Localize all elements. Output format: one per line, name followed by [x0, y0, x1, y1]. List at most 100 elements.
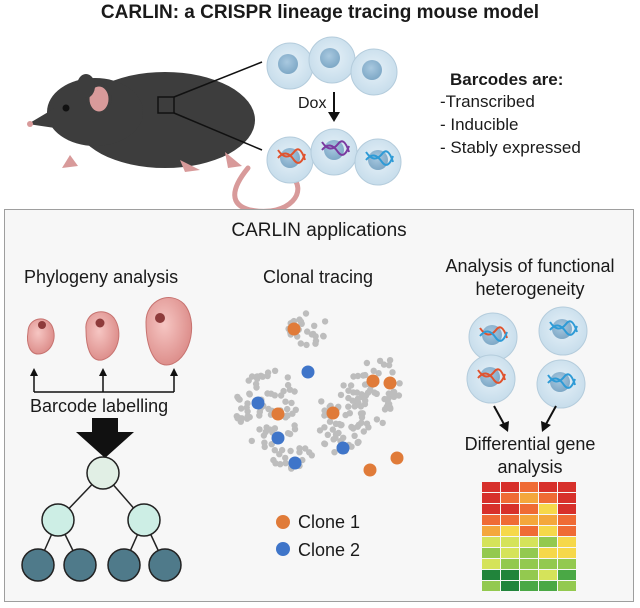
embryo-stage-1: [27, 318, 55, 355]
scatter-dot: [347, 382, 355, 389]
scatter-dot: [284, 374, 291, 381]
dga-line2: analysis: [497, 457, 563, 477]
scatter-dot: [376, 357, 384, 365]
scatter-dot: [312, 337, 320, 345]
embryo-stage-3: [145, 297, 193, 366]
scatter-dot: [253, 384, 260, 391]
heatmap-cell: [539, 504, 557, 514]
dox-arrow: [328, 92, 340, 122]
scatter-dot: [245, 377, 252, 384]
barcodes-heading: Barcodes are:: [450, 70, 564, 89]
scatter-dot: [264, 369, 272, 376]
scatter-dot: [297, 340, 304, 347]
scatter-dot: [296, 316, 303, 323]
scatter-dot: [271, 447, 278, 454]
scatter-dot: [261, 443, 268, 451]
barcode-point-inducible: - Inducible: [440, 115, 519, 134]
heatmap-cell: [482, 515, 500, 525]
scatter-dot: [375, 370, 382, 377]
scatter-dot: [379, 419, 386, 427]
scatter-dot: [238, 405, 245, 412]
barcode-labelling-label: Barcode labelling: [30, 396, 169, 416]
clone-1-cell: [366, 374, 380, 388]
heatmap-cell: [482, 559, 500, 569]
clone-1-marker: [276, 515, 290, 529]
heatmap-cell: [539, 559, 557, 569]
scatter-dot: [350, 373, 357, 380]
scatter-dot: [265, 405, 272, 413]
heatmap-cell: [520, 515, 538, 525]
scatter-dot: [280, 387, 287, 395]
scatter-dot: [326, 418, 334, 425]
cells-after-dox: [266, 128, 402, 186]
scatter-dot: [348, 423, 355, 431]
scatter-dot: [296, 445, 303, 452]
heatmap-cell: [539, 515, 557, 525]
scatter-dot: [395, 392, 403, 399]
heatmap-cell: [501, 570, 519, 580]
heatmap-cell: [558, 504, 576, 514]
scatter-dot: [302, 445, 309, 452]
scatter-dot: [316, 427, 324, 434]
clone-1-cell: [383, 376, 397, 390]
scatter-dot: [396, 380, 403, 387]
clone-2-cell: [288, 456, 302, 470]
scatter-dot: [256, 426, 263, 433]
heatmap-cell: [520, 559, 538, 569]
big-down-arrow: [76, 418, 134, 458]
clone-1-label: Clone 1: [298, 512, 361, 532]
scatter-dot: [271, 425, 279, 432]
scatter-dot: [271, 367, 279, 374]
heatmap-cell: [482, 482, 500, 492]
heatmap-cell: [501, 515, 519, 525]
applications-heading: CARLIN applications: [231, 220, 407, 241]
heatmap-cell: [558, 548, 576, 558]
scatter-dot: [353, 389, 361, 396]
scatter-dot: [248, 437, 255, 445]
scatter-dot: [277, 461, 284, 468]
figure-title: CARLIN: a CRISPR lineage tracing mouse m…: [100, 2, 540, 23]
scatter-dot: [304, 328, 311, 335]
heatmap-cell: [501, 581, 519, 591]
dga-line1: Differential gene: [464, 434, 596, 454]
scatter-dot: [303, 341, 310, 349]
scatter-dot: [337, 391, 345, 399]
scatter-dot: [282, 460, 289, 467]
scatter-dot: [324, 431, 331, 438]
heatmap-cell: [558, 515, 576, 525]
heatmap-cell: [520, 526, 538, 536]
scatter-dot: [291, 422, 298, 429]
clone-2-label: Clone 2: [298, 540, 361, 560]
scatter-dot: [243, 404, 250, 411]
scatter-dot: [332, 434, 339, 442]
heatmap-cell: [520, 493, 538, 503]
clone-2-cell: [336, 441, 350, 455]
scatter-dot: [381, 395, 388, 403]
heatmap-cell: [539, 570, 557, 580]
heatmap-cell: [539, 581, 557, 591]
functional-cells: [466, 306, 588, 409]
heatmap-cell: [558, 526, 576, 536]
scatter-dot: [246, 413, 253, 421]
scatter-dot: [373, 416, 381, 423]
heatmap-cell: [539, 526, 557, 536]
clone-2-cell: [271, 431, 285, 445]
heatmap-cell: [558, 581, 576, 591]
heatmap-cell: [501, 559, 519, 569]
heatmap-cell: [539, 482, 557, 492]
scatter-dot: [363, 420, 371, 427]
functional-title-line1: Analysis of functional: [445, 256, 615, 276]
scatter-dot: [345, 387, 352, 394]
scatter-dot: [349, 397, 356, 404]
scatter-dot: [390, 388, 397, 396]
scatter-dot: [278, 446, 286, 454]
scatter-dot: [282, 454, 289, 462]
scatter-dot: [289, 410, 296, 417]
mouse-illustration: [27, 61, 301, 214]
scatter-dot: [354, 439, 361, 446]
scatter-dot: [321, 440, 329, 448]
scatter-dot: [342, 411, 349, 419]
heatmap-cell: [482, 504, 500, 514]
heatmap-cell: [558, 559, 576, 569]
